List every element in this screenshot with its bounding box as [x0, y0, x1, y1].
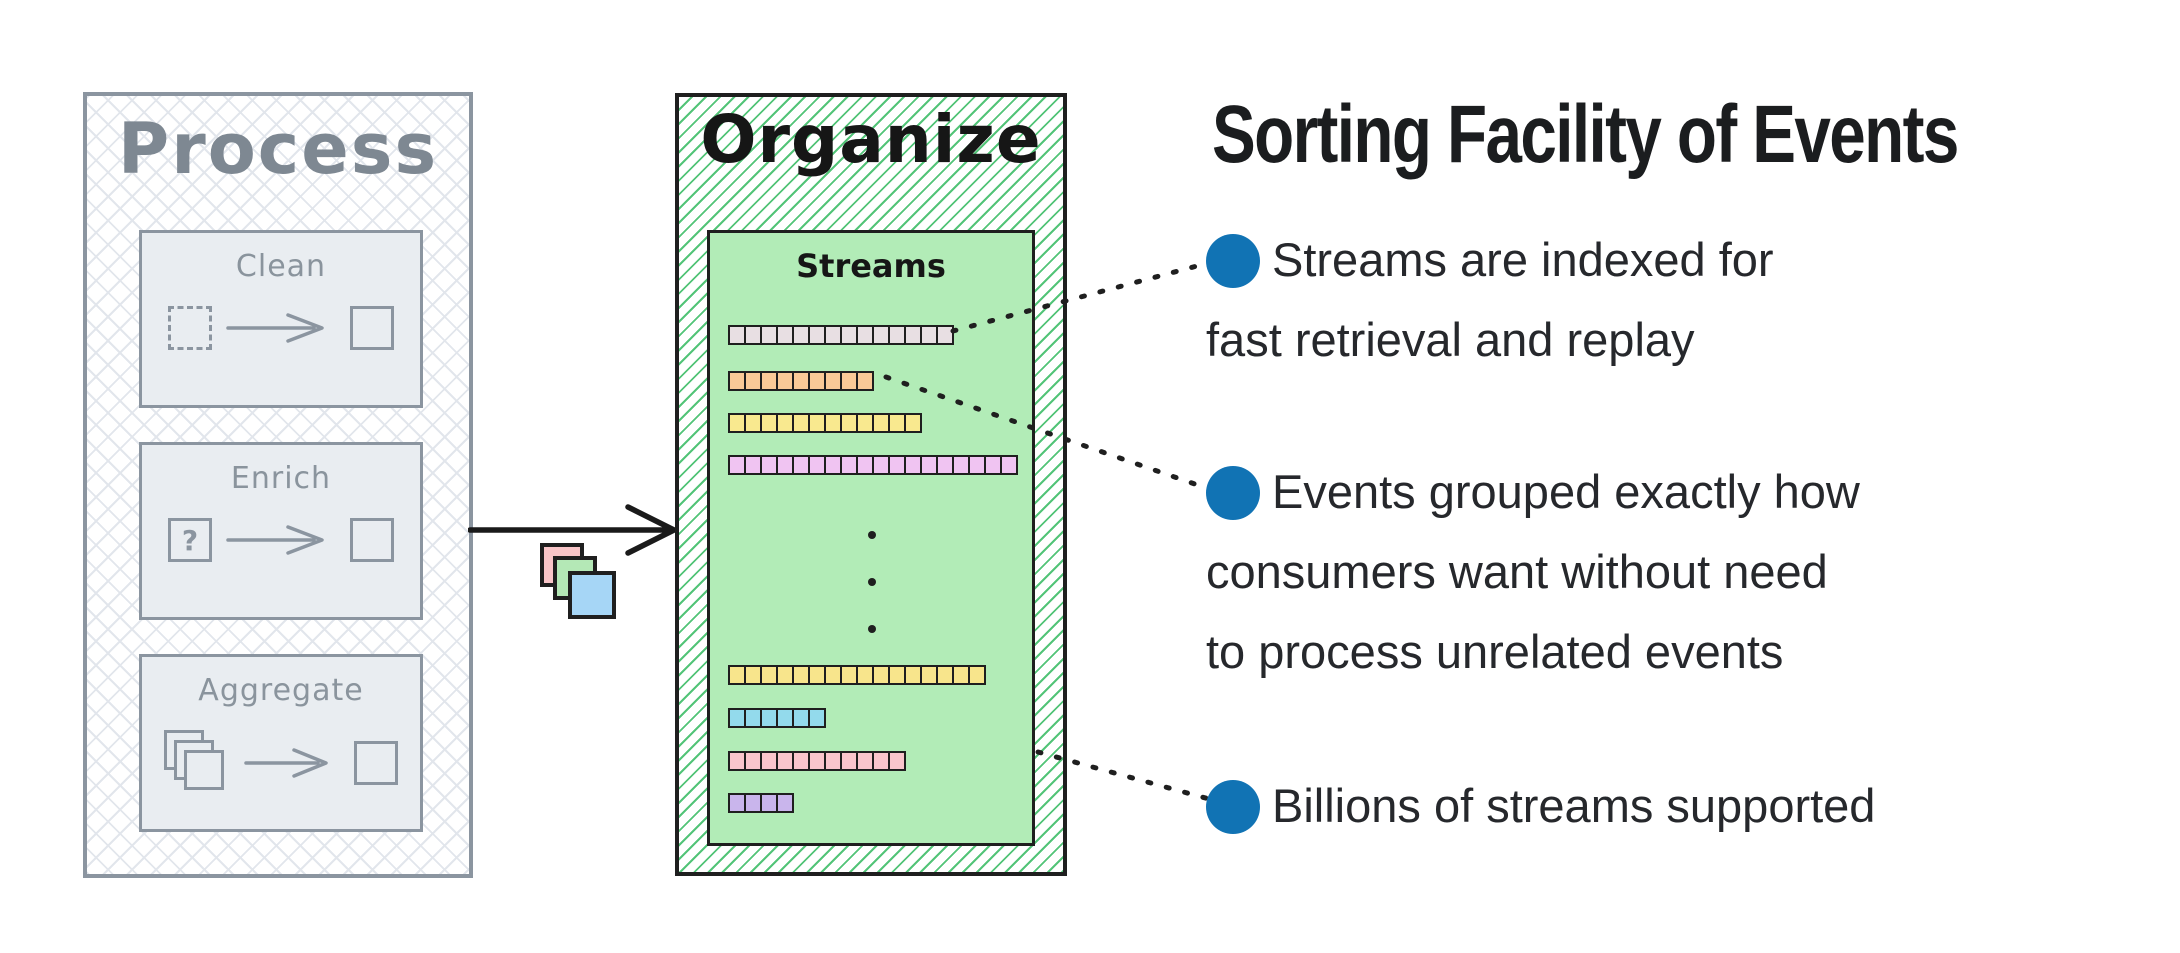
blue-bullet-icon [1206, 780, 1260, 834]
bullet-text-line: Billions of streams supported [1272, 779, 1876, 832]
stream-cell [936, 325, 954, 345]
stream-cell [856, 371, 874, 391]
ellipsis-dots [868, 531, 876, 633]
bullet-text-line: consumers want without need [1206, 545, 1828, 598]
stream-cell [808, 708, 826, 728]
stream-cell [888, 751, 906, 771]
event-squares-icon [540, 543, 636, 639]
stream-cell [968, 665, 986, 685]
enrich-step-box: Enrich ? [139, 442, 423, 620]
process-panel-title: Process [117, 108, 439, 190]
square-icon [354, 741, 398, 785]
stream-row [728, 665, 986, 685]
stream-row [728, 413, 922, 433]
bullet-text-line: Streams are indexed for [1272, 233, 1774, 286]
stream-row [728, 455, 1018, 475]
enrich-step-label: Enrich [230, 461, 332, 496]
stream-cell [776, 793, 794, 813]
right-arrow-icon [244, 748, 328, 778]
bullet-item-indexed: Streams are indexed for fast retrieval a… [1206, 220, 1774, 380]
stream-row [728, 751, 906, 771]
bullet-item-grouped: Events grouped exactly how consumers wan… [1206, 452, 1860, 692]
stream-row [728, 371, 874, 391]
info-title: Sorting Facility of Events [1212, 89, 1959, 180]
square-icon [350, 518, 394, 562]
dashed-square-icon [168, 306, 212, 350]
right-arrow-icon [226, 313, 324, 343]
process-to-organize-arrow [468, 504, 677, 556]
square-icon [350, 306, 394, 350]
streams-title: Streams [796, 247, 946, 285]
stream-row [728, 325, 954, 345]
bullet-text-line: to process unrelated events [1206, 625, 1784, 678]
question-square-icon: ? [168, 518, 212, 562]
stream-cell [904, 413, 922, 433]
clean-step-label: Clean [235, 249, 327, 284]
blue-bullet-icon [1206, 234, 1260, 288]
blue-bullet-icon [1206, 466, 1260, 520]
aggregate-step-box: Aggregate [139, 654, 423, 832]
organize-panel-title: Organize [700, 101, 1042, 178]
bullet-item-billions: Billions of streams supported [1206, 766, 1875, 846]
aggregate-step-label: Aggregate [198, 673, 364, 708]
bullet-text-line: Events grouped exactly how [1272, 465, 1860, 518]
stream-row [728, 793, 794, 813]
streams-box: Streams [707, 230, 1035, 846]
stacked-squares-icon [164, 730, 230, 796]
stream-row [728, 708, 826, 728]
process-panel: Process Clean Enrich ? Aggregate [83, 92, 473, 878]
right-arrow-icon [226, 525, 324, 555]
stream-cell [1000, 455, 1018, 475]
bullet-text-line: fast retrieval and replay [1206, 313, 1695, 366]
clean-step-box: Clean [139, 230, 423, 408]
blue-event-square [568, 571, 616, 619]
organize-panel: Organize Streams [675, 93, 1067, 876]
